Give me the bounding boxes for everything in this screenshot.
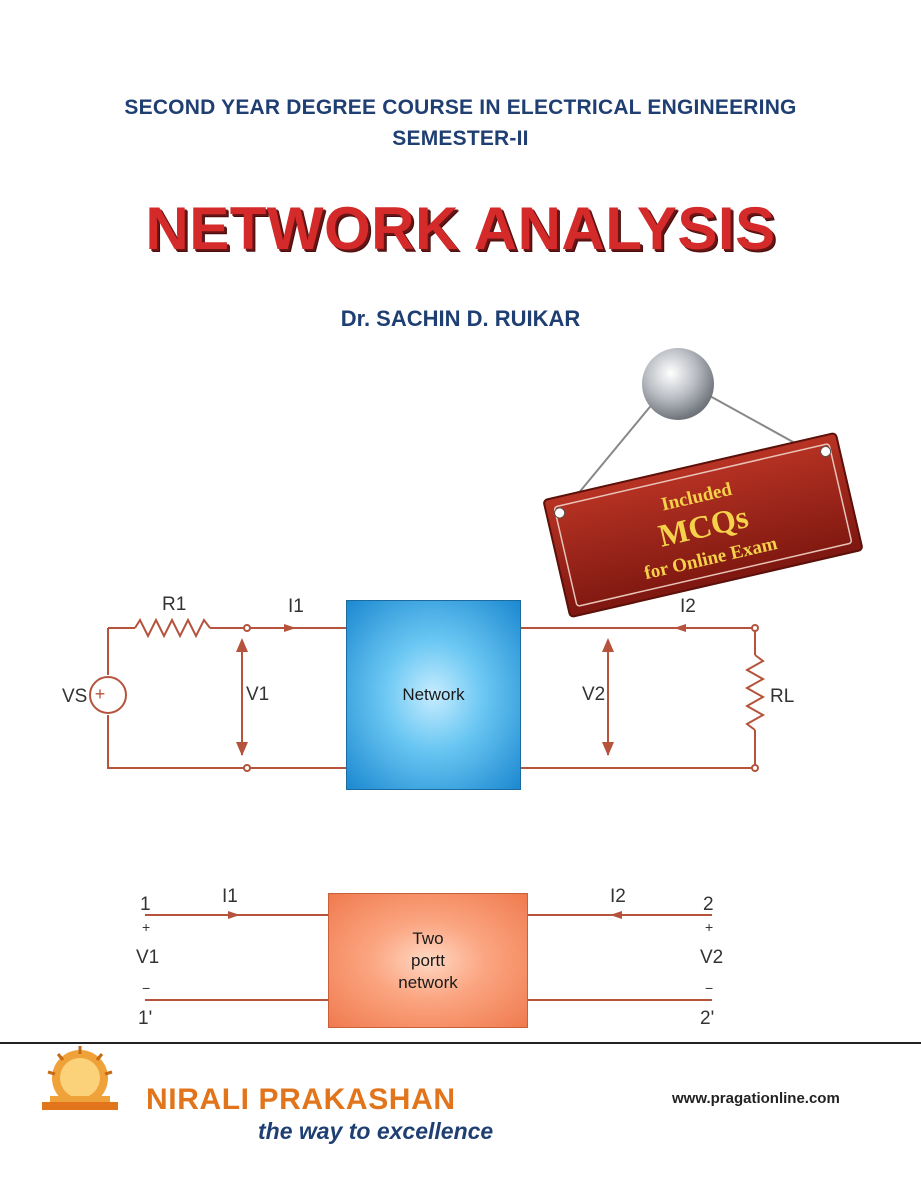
two-port-line-1: Two (412, 928, 444, 948)
publisher-logo-icon (42, 1046, 118, 1110)
terminal (751, 764, 759, 772)
wire (107, 715, 245, 769)
course-line-1: SECOND YEAR DEGREE COURSE IN ELECTRICAL … (124, 96, 797, 119)
terminal (243, 624, 251, 632)
svg-text:−: − (142, 980, 150, 996)
vs-label: VS (62, 686, 87, 707)
svg-text:+: + (705, 919, 713, 935)
two-port-line-2: portt (410, 950, 446, 970)
v2-label: V2 (582, 684, 605, 705)
arrow-head-icon (674, 624, 686, 632)
svg-text:−: − (705, 980, 713, 996)
network-block: Network (346, 600, 521, 790)
svg-text:+: + (95, 684, 106, 704)
footer-divider (0, 1042, 921, 1044)
r1-label: R1 (162, 594, 186, 615)
i1-label: I1 (288, 596, 304, 617)
port1-top-label: 1 (140, 894, 151, 915)
circuit-2-marks (228, 911, 622, 919)
badge-hole-right (820, 446, 832, 458)
arrow-head-icon (610, 911, 622, 919)
circuit-1-marks: + (95, 624, 686, 756)
arrow-head-icon (602, 638, 614, 652)
i2-label: I2 (680, 596, 696, 617)
port2-v-label: V2 (700, 947, 723, 968)
port2-top-label: 2 (703, 894, 714, 915)
arrow-head-icon (236, 638, 248, 652)
network-block-label: Network (402, 685, 465, 704)
circuit-1 (89, 617, 766, 772)
mcq-badge: Included MCQs for Online Exam (543, 348, 863, 618)
terminal (751, 624, 759, 632)
course-line-2: SEMESTER-II (392, 127, 529, 150)
publisher-tagline: the way to excellence (258, 1118, 494, 1144)
arrow-head-icon (228, 911, 240, 919)
publisher-name: NIRALI PRAKASHAN (146, 1083, 456, 1116)
i1-label-2: I1 (222, 886, 238, 907)
resistor-r1 (134, 617, 211, 639)
terminal (243, 764, 251, 772)
circuit-1-labels: VS R1 I1 V1 V2 I2 RL (62, 594, 794, 707)
badge-board: Included MCQs for Online Exam (543, 432, 863, 618)
voltage-source-icon (89, 676, 127, 714)
i2-label-2: I2 (610, 886, 626, 907)
rl-label: RL (770, 686, 794, 707)
two-port-line-3: network (398, 972, 458, 992)
book-title: NETWORK ANALYSIS (145, 195, 776, 262)
v1-label: V1 (246, 684, 269, 705)
port2-bottom-label: 2' (700, 1008, 714, 1029)
arrow-head-icon (602, 742, 614, 756)
author-name: Dr. SACHIN D. RUIKAR (340, 306, 581, 331)
svg-text:+: + (142, 919, 150, 935)
arrow-head-icon (236, 742, 248, 756)
port1-bottom-label: 1' (138, 1008, 152, 1029)
badge-hole-left (554, 507, 566, 519)
circuit-2-labels: 1 + V1 − 1' I1 I2 2 + V2 − 2' (136, 886, 723, 1029)
pin-icon (642, 348, 714, 420)
website-link[interactable]: www.pragationline.com (672, 1090, 840, 1107)
port1-v-label: V1 (136, 947, 159, 968)
resistor-rl (744, 654, 766, 731)
two-port-block: Two portt network (328, 893, 528, 1028)
arrow-head-icon (284, 624, 296, 632)
